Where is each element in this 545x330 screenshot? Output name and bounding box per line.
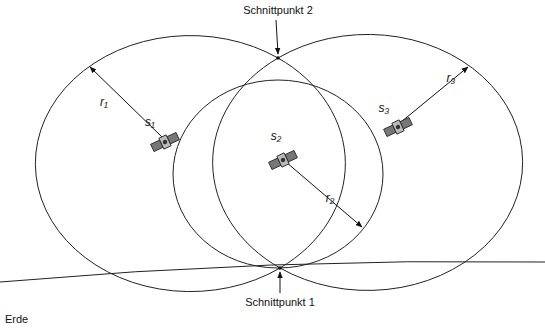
satellite-label: s₁ bbox=[144, 116, 156, 129]
satellite-icon bbox=[150, 131, 180, 154]
earth-label: Erde bbox=[4, 313, 29, 325]
radius-arrow bbox=[286, 162, 362, 227]
range-circle bbox=[213, 34, 523, 290]
intersection-label: Schnittpunkt 1 bbox=[244, 296, 316, 308]
radius-label: r₂ bbox=[325, 192, 336, 205]
range-circle bbox=[35, 36, 345, 292]
leader-line bbox=[276, 20, 278, 54]
radius-label: r₁ bbox=[99, 96, 109, 109]
radius-label: r₃ bbox=[446, 72, 457, 85]
satellite-icon bbox=[383, 116, 413, 139]
satellite-label: s₃ bbox=[378, 102, 391, 115]
satellite-label: s₂ bbox=[270, 130, 283, 143]
intersection-label: Schnittpunkt 2 bbox=[242, 4, 314, 16]
satellite-icon bbox=[268, 149, 298, 172]
range-circle bbox=[173, 80, 383, 268]
radius-arrow bbox=[90, 67, 162, 137]
radius-arrow bbox=[401, 67, 468, 122]
leader-line bbox=[280, 272, 281, 293]
